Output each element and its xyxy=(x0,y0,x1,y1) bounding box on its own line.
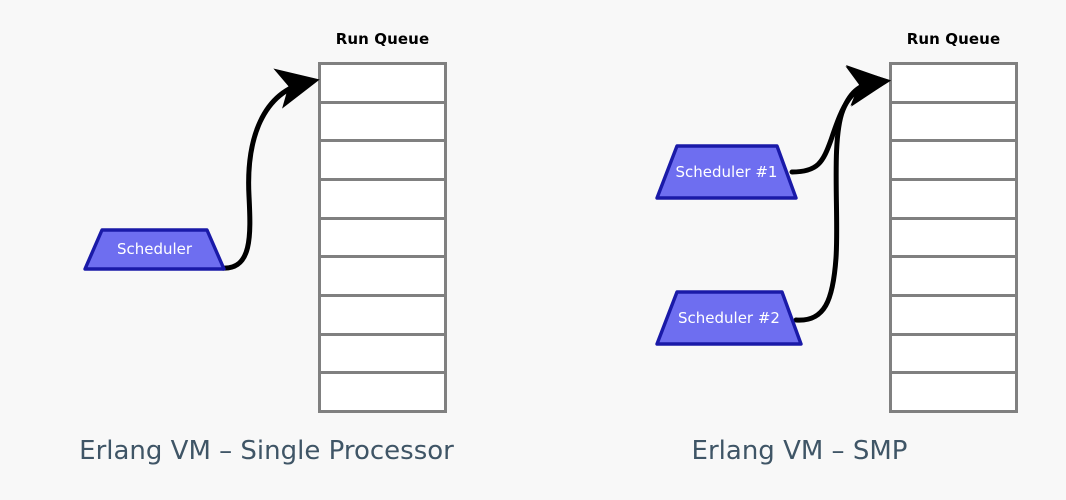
run-queue-cell[interactable] xyxy=(889,371,1018,414)
run-queue-cell[interactable] xyxy=(889,255,1018,298)
run-queue-title: Run Queue xyxy=(906,30,1001,48)
scheduler-1-label: Scheduler #1 xyxy=(675,162,778,181)
run-queue-cell[interactable] xyxy=(889,178,1018,220)
run-queue-cell[interactable] xyxy=(318,332,447,375)
caption-smp: Erlang VM – SMP xyxy=(691,436,908,466)
run-queue xyxy=(318,62,447,414)
run-queue-cell[interactable] xyxy=(318,294,447,336)
scheduler-node[interactable]: Scheduler xyxy=(83,228,226,271)
arrow-scheduler-1-to-run-queue xyxy=(789,66,891,175)
diagram-single-processor: Run Queue Sched xyxy=(79,30,454,466)
scheduler-node-2[interactable]: Scheduler #2 xyxy=(655,290,803,346)
run-queue xyxy=(889,62,1018,414)
run-queue-cell[interactable] xyxy=(318,100,447,143)
run-queue-cell[interactable] xyxy=(889,100,1018,143)
trapezoid-shape xyxy=(655,144,798,200)
caption-single-processor: Erlang VM – Single Processor xyxy=(79,436,454,466)
trapezoid-shape xyxy=(655,290,803,346)
scheduler-to-queue-arrow-group xyxy=(219,68,320,271)
arrow-scheduler-to-run-queue xyxy=(219,68,320,271)
scheduler-label: Scheduler xyxy=(116,240,193,258)
diagram-smp: Run Queue xyxy=(533,0,1066,500)
run-queue-cell[interactable] xyxy=(889,332,1018,375)
run-queue-cell[interactable] xyxy=(318,255,447,298)
run-queue-cell[interactable] xyxy=(889,139,1018,182)
run-queue-cell[interactable] xyxy=(318,371,447,414)
run-queue-cell[interactable] xyxy=(318,139,447,182)
run-queue-cell[interactable] xyxy=(318,62,447,104)
run-queue-cell[interactable] xyxy=(889,216,1018,259)
run-queue-cell[interactable] xyxy=(318,216,447,259)
run-queue-title: Run Queue xyxy=(335,30,430,48)
run-queue-cell[interactable] xyxy=(318,178,447,220)
run-queue-cell[interactable] xyxy=(889,294,1018,336)
scheduler-2-label: Scheduler #2 xyxy=(678,308,780,327)
arrow-scheduler-2-to-run-queue xyxy=(793,65,891,323)
trapezoid-shape xyxy=(83,228,226,271)
run-queue-cell[interactable] xyxy=(889,62,1018,104)
scheduler-node-1[interactable]: Scheduler #1 xyxy=(655,144,798,200)
